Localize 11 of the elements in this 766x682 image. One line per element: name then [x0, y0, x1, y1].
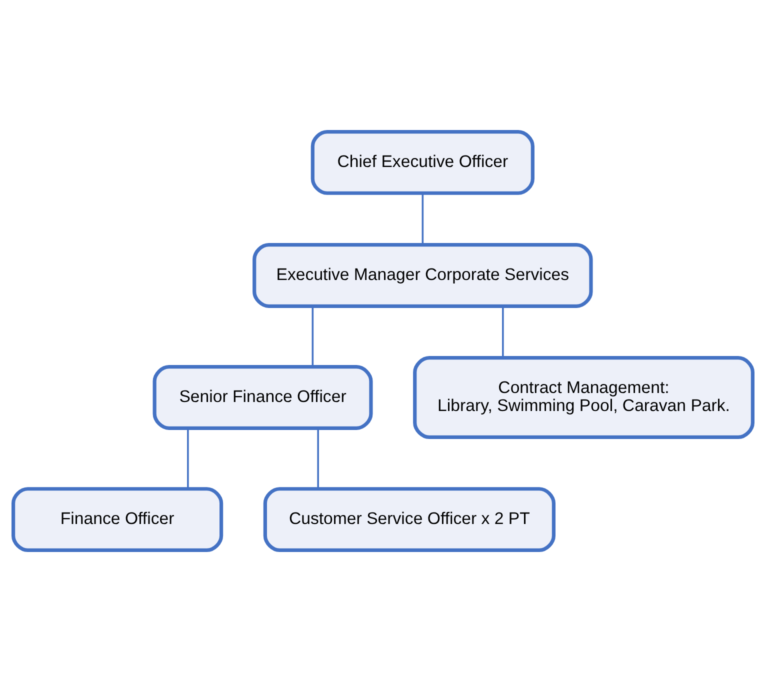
node-box: Senior Finance Officer	[152, 365, 373, 430]
connector	[312, 306, 314, 367]
connector	[502, 306, 504, 358]
node-box: Chief Executive Officer	[310, 130, 534, 195]
node-box: Executive Manager Corporate Services	[252, 243, 593, 308]
node-box: Contract Management: Library, Swimming Pool, Caravan Park.	[413, 356, 754, 439]
connector	[422, 193, 424, 245]
node-box: Finance Officer	[12, 487, 224, 552]
connector	[187, 428, 189, 489]
connector	[317, 428, 319, 489]
node-box: Customer Service Officer x 2 PT	[263, 487, 556, 552]
